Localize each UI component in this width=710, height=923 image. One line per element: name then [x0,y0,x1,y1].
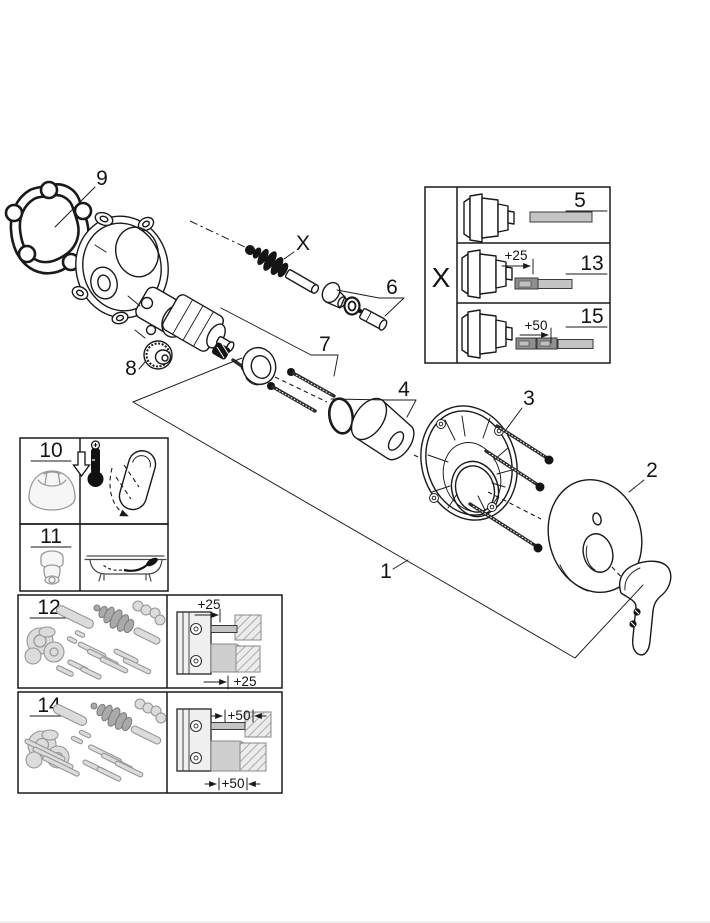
callout-7: 7 [319,333,331,356]
dim-bottom-12: +25 [234,674,257,689]
variant-dim-13: +25 [505,248,528,263]
escutcheon-part [547,478,643,594]
callout-8: 8 [125,357,137,380]
leader-7 [220,307,339,377]
callout-9: 9 [96,167,108,190]
leader-1 [392,559,409,570]
xbox-label: X [432,262,451,293]
variant-dim-15: +50 [525,318,548,333]
callout-4: 4 [398,378,410,401]
inset-box-11: 11 [19,523,169,592]
leader-x [283,251,295,260]
lever-rotation-icon [109,450,157,517]
callout-6: 6 [386,276,398,299]
dim-top-14: +50 [228,708,251,723]
cap-knob-part [143,340,173,370]
axis-dash-plate-escutcheon [487,491,542,520]
callout-3: 3 [523,387,535,410]
leader-2 [628,479,645,493]
variant-row-13: +25 13 [461,248,608,299]
spindle-part [245,245,320,294]
callout-1: 1 [380,560,392,583]
extension-set-50-parts [24,698,167,782]
callout-x: X [296,232,310,255]
inset-box-12: 12 [17,594,283,690]
leader-4 [330,398,417,418]
variant-num-13: 13 [580,252,603,275]
temp-limiter-part [28,470,76,511]
inset-box-14: 14 [17,691,283,794]
inset-num-12: 12 [37,596,60,619]
ring-nut-part [241,346,277,386]
inset-num-11: 11 [40,525,62,548]
variant-num-15: 15 [580,305,603,328]
assembly-bracket-line [132,357,644,659]
inset-box-10: 10 [19,437,169,525]
lever-handle-part [618,560,672,656]
variant-row-15: +50 15 [461,305,608,359]
variant-num-5: 5 [574,189,586,212]
small-parts-6 [321,281,388,331]
down-arrow-icon [72,451,91,478]
variant-row-5: 5 [463,189,608,243]
inset-num-10: 10 [39,439,62,462]
dim-bottom-14: +50 [222,776,245,791]
mounting-plate-part [420,405,518,521]
callout-2: 2 [646,459,658,482]
cartridge-part [161,294,235,353]
thermometer-icon [72,440,104,487]
dim-top-12: +25 [198,597,221,612]
install-depth-50-diagram: +50 +50 [176,708,272,791]
install-depth-25-diagram: +25 +25 [176,597,262,690]
leader-8 [138,360,147,370]
spindle-variants-box: X 5 +25 13 +50 [424,186,611,364]
extension-set-25-parts [24,600,166,680]
bathtub-icon [84,555,167,582]
leader-3 [504,407,523,432]
check-valve-part [40,550,64,585]
leader-9 [54,186,96,228]
axis-dash-valve-spindle [189,220,248,249]
oring-sleeve-part [327,397,415,461]
screws-7 [267,368,336,413]
leader-6 [336,289,405,317]
axis-dash-nut-oring [274,376,328,403]
